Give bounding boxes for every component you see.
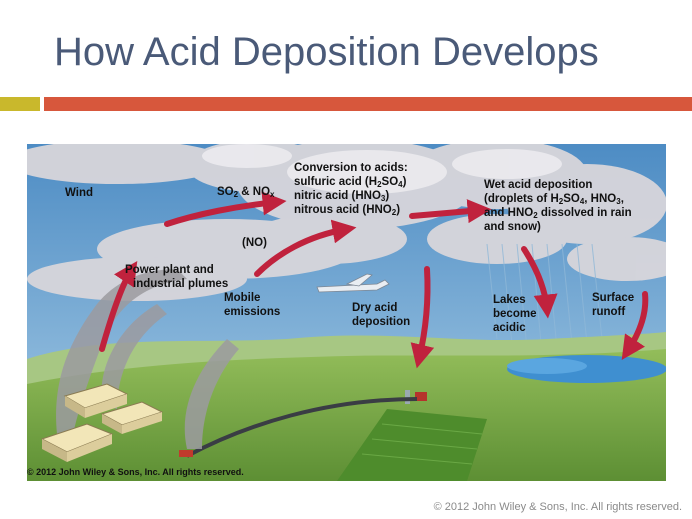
accent-bar-gold: [0, 97, 40, 111]
airplane: [316, 273, 390, 293]
arrow-plume-up: [99, 261, 138, 352]
field: [337, 409, 487, 481]
label-no: (NO): [242, 237, 267, 249]
rain: [486, 243, 603, 355]
process-arrows: [99, 191, 649, 369]
label-conversion: Conversion to acids:sulfuric acid (H2SO4…: [294, 162, 408, 217]
arrow-dry: [410, 266, 435, 369]
road: [186, 397, 418, 458]
cloud-highlight: [202, 144, 562, 194]
smoke-plumes: [56, 269, 239, 449]
vehicle: [179, 450, 193, 457]
acid-deposition-diagram: Wind SO2 & NOx (NO) Conversion to acids:…: [27, 144, 666, 481]
accent-bar-red: [44, 97, 692, 111]
grass: [27, 349, 666, 481]
label-wet-deposition: Wet acid deposition(droplets of H2SO4, H…: [484, 179, 632, 233]
arrow-to-wet: [409, 199, 492, 224]
label-so2-nox: SO2 & NOx: [217, 186, 275, 199]
arrow-mobile-up: [254, 219, 357, 277]
arrow-wind-so2: [164, 191, 287, 227]
arrow-lakes: [521, 246, 558, 319]
slide-title: How Acid Deposition Develops: [54, 30, 599, 74]
slide-footer: © 2012 John Wiley & Sons, Inc. All right…: [433, 501, 682, 513]
label-wind: Wind: [65, 187, 93, 199]
arrow-runoff: [621, 291, 649, 360]
farm-barn: [415, 392, 427, 401]
diagram-illustration: [27, 144, 666, 481]
diagram-credit: © 2012 John Wiley & Sons, Inc. All right…: [27, 467, 244, 477]
power-plant-buildings: [40, 383, 164, 462]
